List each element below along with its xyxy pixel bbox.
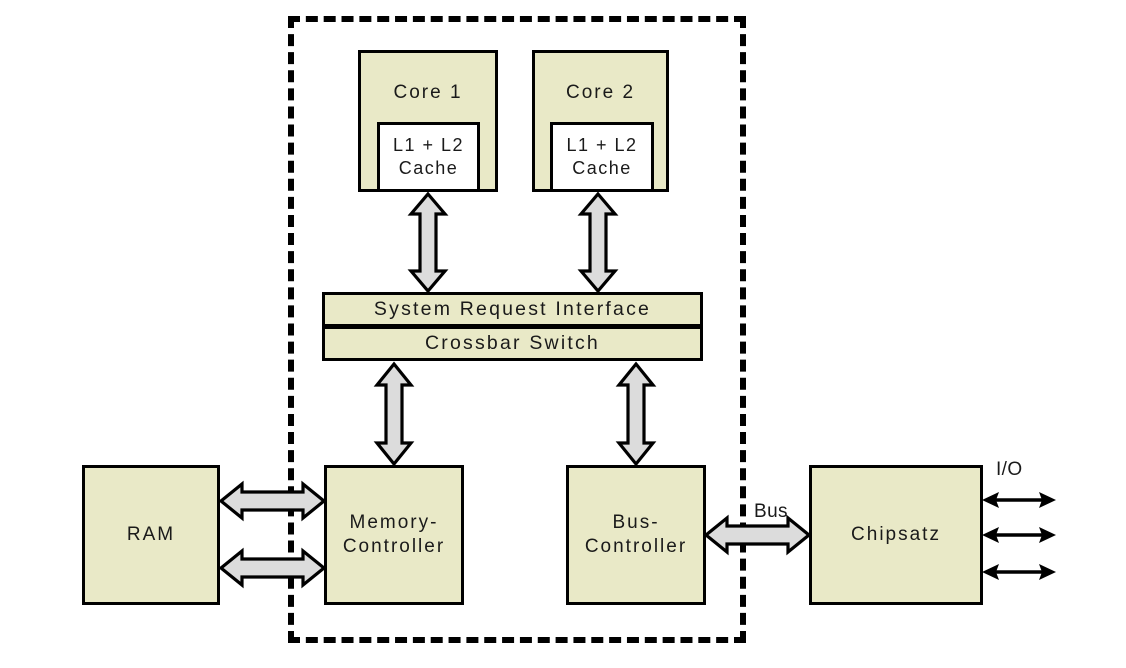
block-memory-controller: Memory- Controller [324, 465, 464, 605]
core2-sri-arrow [577, 191, 619, 294]
block-core-2-cache: L1 + L2 Cache [550, 122, 654, 192]
block-system-request-interface-label: System Request Interface [373, 298, 652, 321]
io-label: I/O [996, 459, 1023, 480]
block-ram: RAM [82, 465, 220, 605]
block-system-request-interface: System Request Interface [322, 292, 703, 327]
core1-sri-arrow [407, 191, 449, 294]
block-crossbar-switch-label: Crossbar Switch [425, 332, 600, 355]
block-core-1-cache-label: L1 + L2 Cache [392, 134, 465, 178]
bus-label: Bus [754, 501, 788, 522]
crossbar-memory-controller-arrow [373, 361, 415, 467]
ram-memory-controller-arrow-upper [218, 480, 327, 522]
block-crossbar-switch: Crossbar Switch [322, 326, 703, 361]
ram-memory-controller-arrow-lower [218, 547, 327, 589]
block-memory-controller-label: Memory- Controller [342, 511, 446, 557]
block-ram-label: RAM [126, 523, 176, 545]
block-core-2-cache-label: L1 + L2 Cache [566, 134, 638, 178]
chipset-io-arrow-2 [982, 527, 1056, 543]
block-bus-controller-label: Bus- Controller [584, 511, 688, 557]
crossbar-bus-controller-arrow [615, 361, 657, 467]
block-core-1-cache: L1 + L2 Cache [377, 122, 480, 192]
block-core-2-label: Core 2 [565, 82, 636, 103]
chipset-io-arrow-1 [982, 492, 1056, 508]
block-chipset-label: Chipsatz [851, 523, 941, 545]
block-bus-controller: Bus- Controller [566, 465, 706, 605]
block-chipset: Chipsatz [809, 465, 983, 605]
chipset-io-arrow-3 [982, 564, 1056, 580]
block-core-1-label: Core 1 [393, 82, 463, 103]
